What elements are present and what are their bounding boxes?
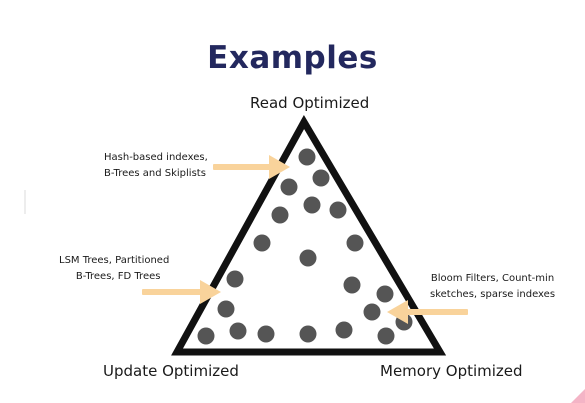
- dot: [329, 201, 347, 219]
- annotation-lsm-trees: LSM Trees, Partitioned B-Trees, FD Trees: [59, 253, 169, 285]
- dot: [229, 322, 247, 340]
- annotation-line: LSM Trees, Partitioned: [59, 255, 170, 266]
- dot: [257, 325, 275, 343]
- corner-accent: [571, 389, 585, 403]
- vertex-label-top: Read Optimized: [250, 94, 370, 112]
- annotation-bloom-filters: Bloom Filters, Count-min sketches, spars…: [430, 271, 555, 303]
- dot: [343, 276, 361, 294]
- dot: [253, 234, 271, 252]
- data-structure-dots: [197, 148, 413, 345]
- arrow-right-icon: [213, 155, 290, 179]
- slide-title: Examples: [207, 40, 378, 76]
- dot: [280, 178, 298, 196]
- vertex-label-left: Update Optimized: [103, 362, 239, 380]
- vertex-label-right: Memory Optimized: [380, 362, 523, 380]
- annotation-line: Hash-based indexes,: [104, 152, 208, 163]
- dot: [299, 325, 317, 343]
- annotation-hash-indexes: Hash-based indexes, B-Trees and Skiplist…: [104, 150, 208, 182]
- dot: [377, 327, 395, 345]
- dot: [335, 321, 353, 339]
- dot: [298, 148, 316, 166]
- divider: [24, 190, 26, 214]
- dot: [346, 234, 364, 252]
- dot: [376, 285, 394, 303]
- dot: [303, 196, 321, 214]
- annotation-line: B-Trees and Skiplists: [104, 168, 206, 179]
- arrow-left-icon: [387, 300, 468, 324]
- dot: [217, 300, 235, 318]
- dot: [299, 249, 317, 267]
- annotation-line: B-Trees, FD Trees: [75, 271, 161, 282]
- dot: [363, 303, 381, 321]
- arrow-right-icon: [142, 280, 221, 304]
- dot: [197, 327, 215, 345]
- triangle-outline: [171, 114, 447, 356]
- dot: [312, 169, 330, 187]
- annotation-line: Bloom Filters, Count-min: [430, 273, 555, 284]
- annotation-line: sketches, sparse indexes: [430, 289, 556, 300]
- dot: [271, 206, 289, 224]
- dot: [226, 270, 244, 288]
